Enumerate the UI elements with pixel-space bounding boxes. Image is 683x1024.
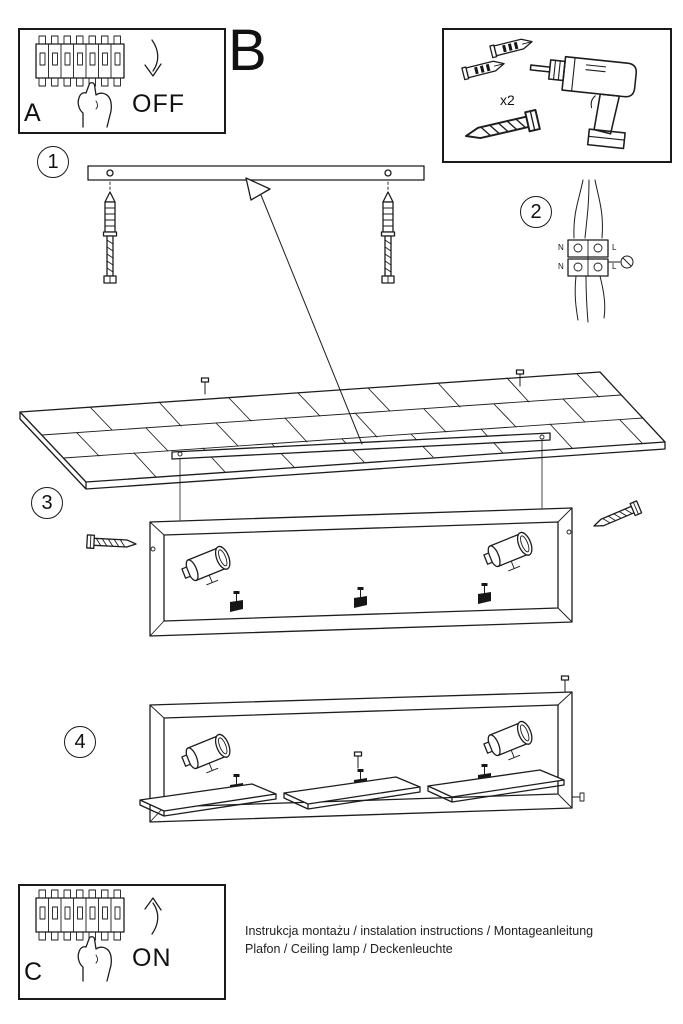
anchor-screw-left-icon [102, 191, 118, 284]
terminal-label-l-top: L [612, 243, 617, 252]
power-off-panel [18, 28, 226, 134]
panel-a-label: A [24, 99, 41, 127]
power-on-label: ON [132, 944, 172, 972]
anchor-screw-right-icon [380, 191, 396, 284]
lamp-frame-step3-drawing [149, 507, 573, 637]
step-2-badge: 2 [520, 196, 552, 228]
hardware-kit-panel [442, 28, 672, 163]
section-b-label: B [228, 18, 267, 83]
pointer-arrow [245, 177, 363, 445]
side-screw-right-icon [590, 500, 643, 533]
footer-line-2: Plafon / Ceiling lamp / Deckenleuchte [245, 942, 453, 957]
panel-c-label: C [24, 958, 43, 986]
footer-line-1: Instrukcja montażu / instalation instruc… [245, 924, 594, 938]
step-3-badge: 3 [31, 487, 63, 519]
step-1-badge: 1 [37, 146, 69, 178]
terminal-label-n-bottom: N [558, 262, 564, 271]
lamp-frame-step4-drawing [149, 675, 585, 823]
step-4-badge: 4 [64, 726, 96, 758]
wiring-diagram [567, 179, 634, 323]
power-off-label: OFF [132, 90, 185, 118]
plug-count-label: x2 [500, 92, 515, 108]
ceiling-panel-drawing [19, 369, 666, 521]
mounting-bracket-drawing [87, 165, 425, 191]
diffuser-panels-drawing [139, 769, 565, 817]
footer-text: Instrukcja montażu / instalation instruc… [245, 922, 593, 958]
power-on-panel [18, 884, 226, 1000]
terminal-label-n-top: N [558, 243, 564, 252]
side-screw-left-icon [86, 534, 137, 552]
terminal-label-l-bottom: L [612, 262, 617, 271]
